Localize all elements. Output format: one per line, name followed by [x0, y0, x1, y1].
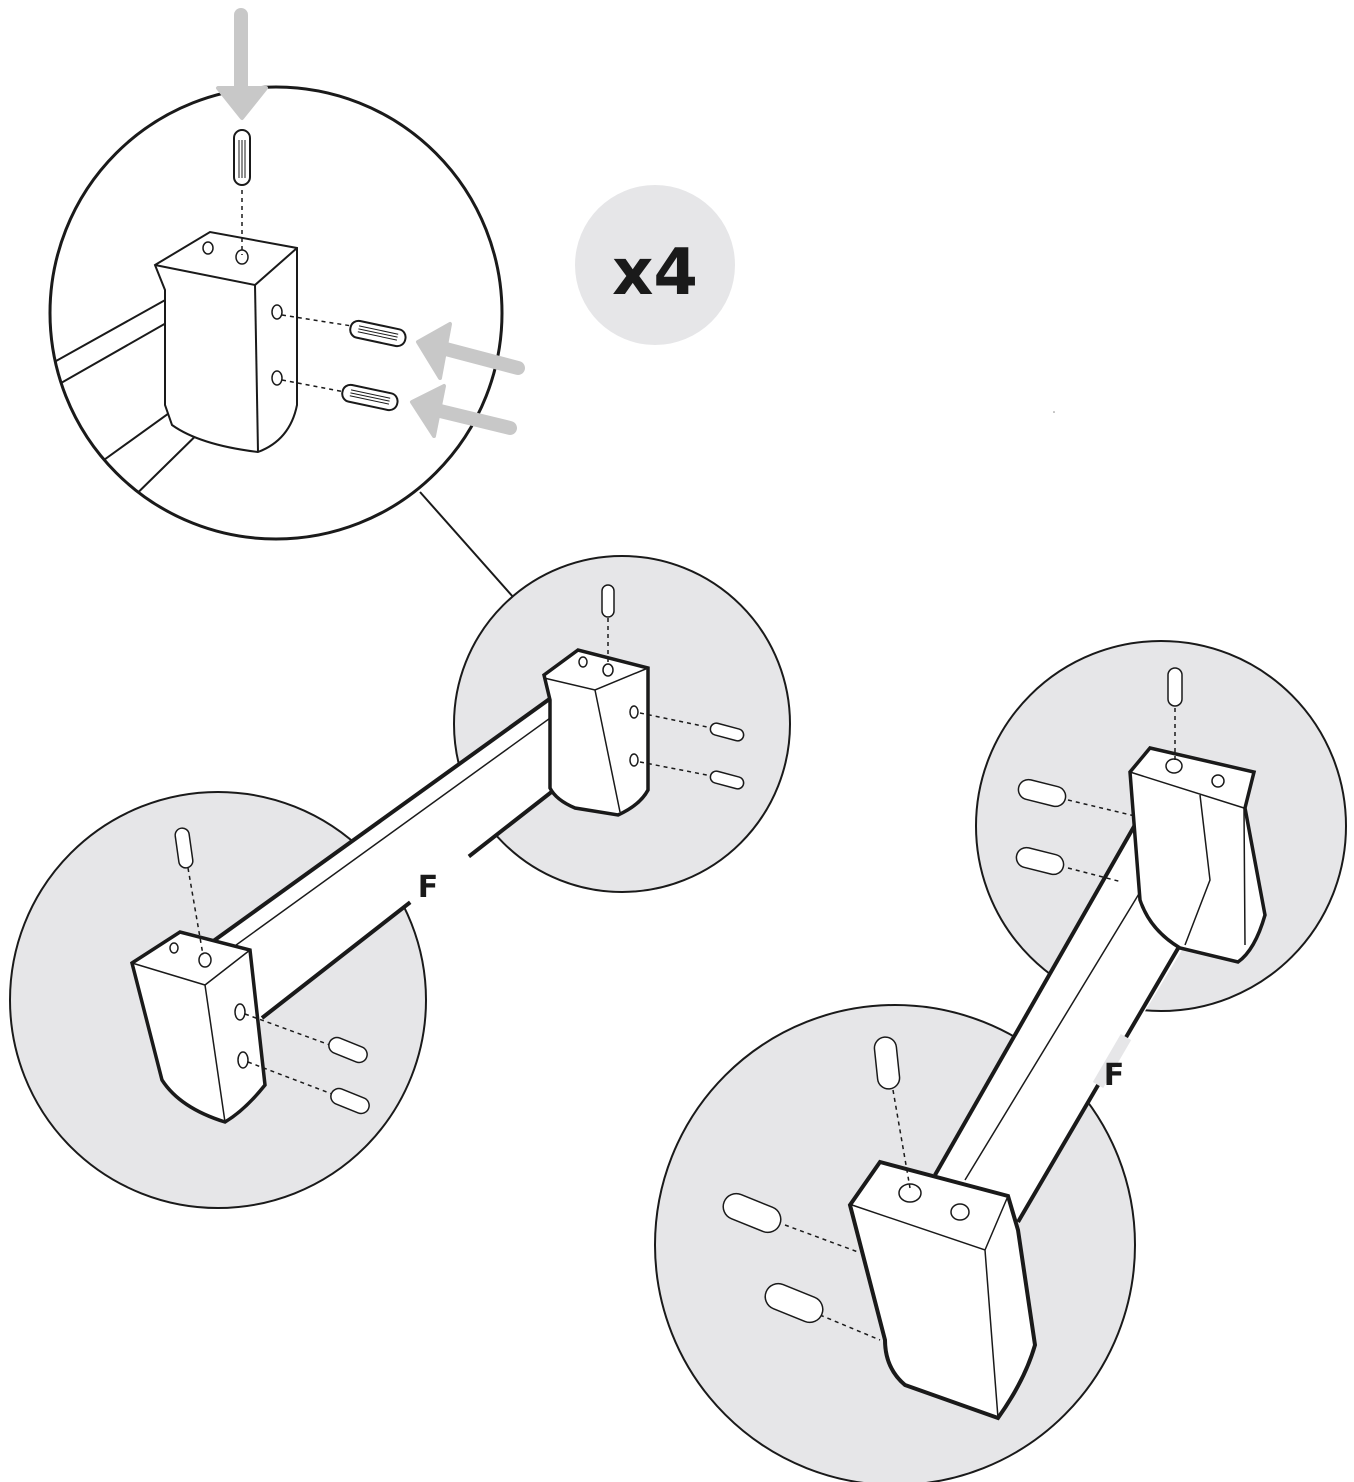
wooden-dowel-icon	[722, 1036, 901, 1324]
right-assembly: F	[654, 640, 1347, 1482]
dowel-guides	[784, 1089, 911, 1341]
wooden-dowel-icon	[341, 383, 399, 412]
rail	[210, 688, 597, 1022]
dowel-guides	[187, 867, 333, 1095]
wooden-dowel-icon	[349, 319, 407, 348]
leg-block	[847, 1159, 1038, 1421]
side-hole	[271, 370, 283, 386]
part-label: F	[418, 870, 439, 905]
wooden-dowel-icon	[1015, 667, 1183, 876]
left-assembly: F	[9, 555, 791, 1209]
stray-dot	[1053, 411, 1055, 413]
quantity-text: x4	[612, 236, 698, 310]
wooden-dowel-icon	[174, 827, 370, 1115]
down-arrow-icon	[216, 8, 268, 120]
wooden-dowel-icon	[601, 584, 745, 790]
zoom-rail	[50, 274, 223, 521]
part-label: F	[1104, 1058, 1125, 1093]
quantity-badge: x4	[575, 185, 735, 345]
side-hole	[271, 304, 283, 320]
wooden-dowel-icon	[233, 129, 251, 186]
left-arrow-icon	[410, 384, 517, 438]
leg-block	[542, 648, 650, 817]
dowel-guides	[1067, 708, 1176, 883]
leader-line	[419, 491, 515, 599]
top-hole	[202, 241, 214, 255]
zoom-leg-block	[153, 230, 298, 454]
leg-block	[1128, 746, 1267, 964]
leg-block	[129, 930, 267, 1124]
dowel-guides	[241, 190, 353, 393]
left-arrow-icon	[416, 322, 525, 380]
zoom-detail-circle	[48, 8, 525, 599]
